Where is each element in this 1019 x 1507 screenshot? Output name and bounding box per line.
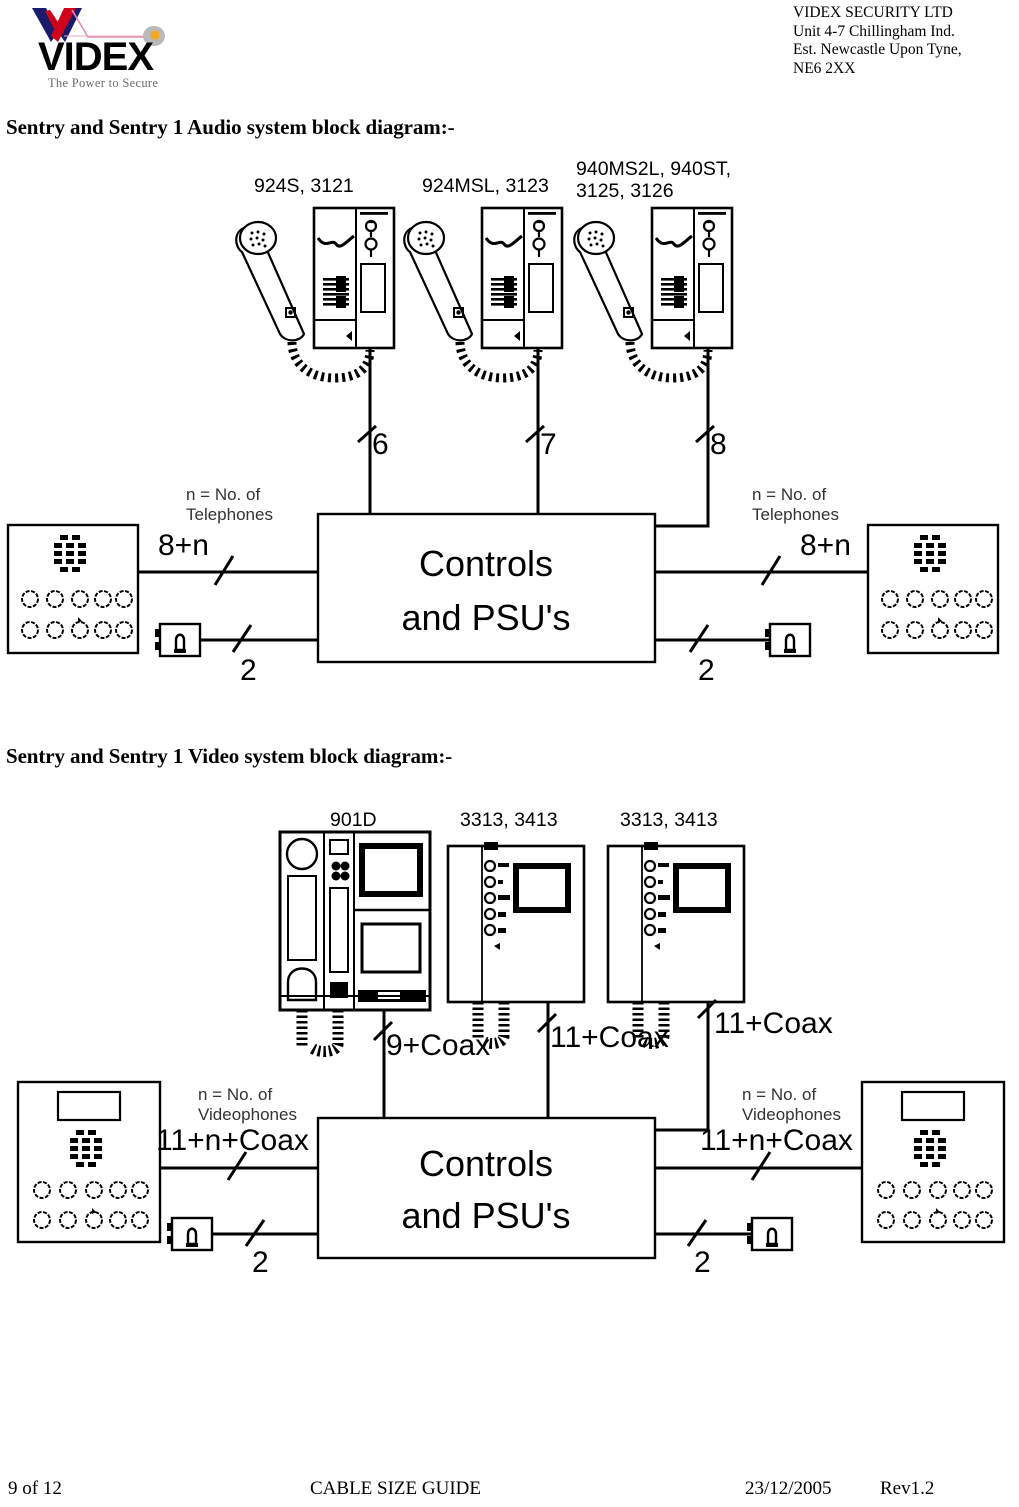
video-controls-psu-block	[316, 1116, 657, 1260]
video-entry-panel-left	[16, 1080, 162, 1244]
video-note-right: n = No. of Videophones	[742, 1085, 841, 1124]
audio-controls-label-line1: Controls	[419, 543, 553, 584]
audio-controls-label-line2: and PSU's	[402, 597, 571, 638]
videophone-unit-1	[448, 842, 584, 1044]
video-lock-label-right: 2	[694, 1246, 711, 1279]
audio-controls-psu-block	[316, 512, 657, 664]
riser-line-3	[655, 378, 710, 528]
audio-entry-panel-right	[866, 523, 1000, 655]
footer-date: 23/12/2005	[745, 1478, 832, 1499]
logo-monogram-icon	[32, 8, 82, 42]
audio-lock-symbol-left	[153, 622, 202, 658]
video-door-station-901d	[280, 832, 430, 1052]
video-lock-symbol-right	[745, 1216, 794, 1252]
video-section-heading: Sentry and Sentry 1 Video system block d…	[6, 744, 453, 768]
video-controls-label-line1: Controls	[419, 1143, 553, 1184]
video-device-label-1: 901D	[330, 809, 377, 831]
audio-block-diagram: 924S, 3121 924MSL, 3123 940MS2L, 940ST, …	[0, 160, 1019, 680]
intercom-telephone-2	[404, 208, 562, 378]
video-riser-line-3	[655, 1002, 710, 1132]
audio-bus-label-right: 8+n	[800, 529, 851, 562]
video-block-diagram: 901D 3313, 3413 3313, 3413 9+Coax 11+Coa…	[0, 800, 1019, 1280]
video-riser-label-1: 9+Coax	[386, 1029, 490, 1062]
videx-logo-graphic: VIDEX The Power to Secure	[32, 8, 165, 90]
audio-note-left: n = No. of Telephones	[186, 485, 273, 524]
video-entry-panel-right	[860, 1080, 1006, 1244]
audio-section-heading: Sentry and Sentry 1 Audio system block d…	[6, 115, 455, 139]
audio-riser-label-3: 8	[710, 428, 727, 461]
footer-page-number: 9 of 12	[8, 1478, 62, 1499]
video-device-label-3: 3313, 3413	[620, 809, 718, 831]
logo-dot-inner-icon	[150, 30, 160, 40]
footer-document-title: CABLE SIZE GUIDE	[310, 1478, 481, 1499]
video-lock-label-left: 2	[252, 1246, 269, 1279]
audio-bus-label-left: 8+n	[158, 529, 209, 562]
audio-device-label-2: 924MSL, 3123	[422, 175, 549, 197]
audio-device-label-3: 940MS2L, 940ST, 3125, 3126	[576, 160, 736, 202]
video-bus-label-left: 11+n+Coax	[156, 1124, 309, 1157]
audio-lock-symbol-right	[763, 622, 812, 658]
video-lock-symbol-left	[165, 1216, 214, 1252]
logo-tagline: The Power to Secure	[48, 76, 158, 90]
page-header: VIDEX The Power to Secure VIDEX SECURITY…	[0, 0, 1019, 100]
audio-lock-label-left: 2	[240, 654, 257, 680]
logo-wordmark: VIDEX	[38, 35, 154, 79]
audio-diagram-svg: 924S, 3121 924MSL, 3123 940MS2L, 940ST, …	[6, 160, 1000, 680]
audio-lock-label-right: 2	[698, 654, 715, 680]
audio-entry-panel-left	[6, 523, 140, 655]
logo-accent-line-icon	[71, 9, 148, 38]
audio-note-right: n = No. of Telephones	[752, 485, 839, 524]
video-device-label-2: 3313, 3413	[460, 809, 558, 831]
intercom-telephone-3	[574, 208, 732, 378]
audio-device-label-1: 924S, 3121	[254, 175, 354, 197]
videx-logo: VIDEX The Power to Secure	[24, 2, 204, 94]
intercom-telephone-1	[236, 208, 394, 378]
video-note-left: n = No. of Videophones	[198, 1085, 297, 1124]
video-riser-label-3: 11+Coax	[714, 1007, 833, 1040]
footer-revision: Rev1.2	[880, 1478, 935, 1499]
video-controls-label-line2: and PSU's	[402, 1195, 571, 1236]
video-diagram-svg: 901D 3313, 3413 3313, 3413 9+Coax 11+Coa…	[16, 809, 1006, 1279]
video-bus-label-right: 11+n+Coax	[700, 1124, 853, 1157]
audio-riser-label-2: 7	[540, 428, 557, 461]
audio-riser-label-1: 6	[372, 428, 389, 461]
company-address: VIDEX SECURITY LTD Unit 4-7 Chillingham …	[793, 4, 962, 77]
page-footer: 9 of 12 CABLE SIZE GUIDE 23/12/2005 Rev1…	[0, 1478, 1019, 1506]
video-riser-label-2: 11+Coax	[550, 1021, 669, 1054]
